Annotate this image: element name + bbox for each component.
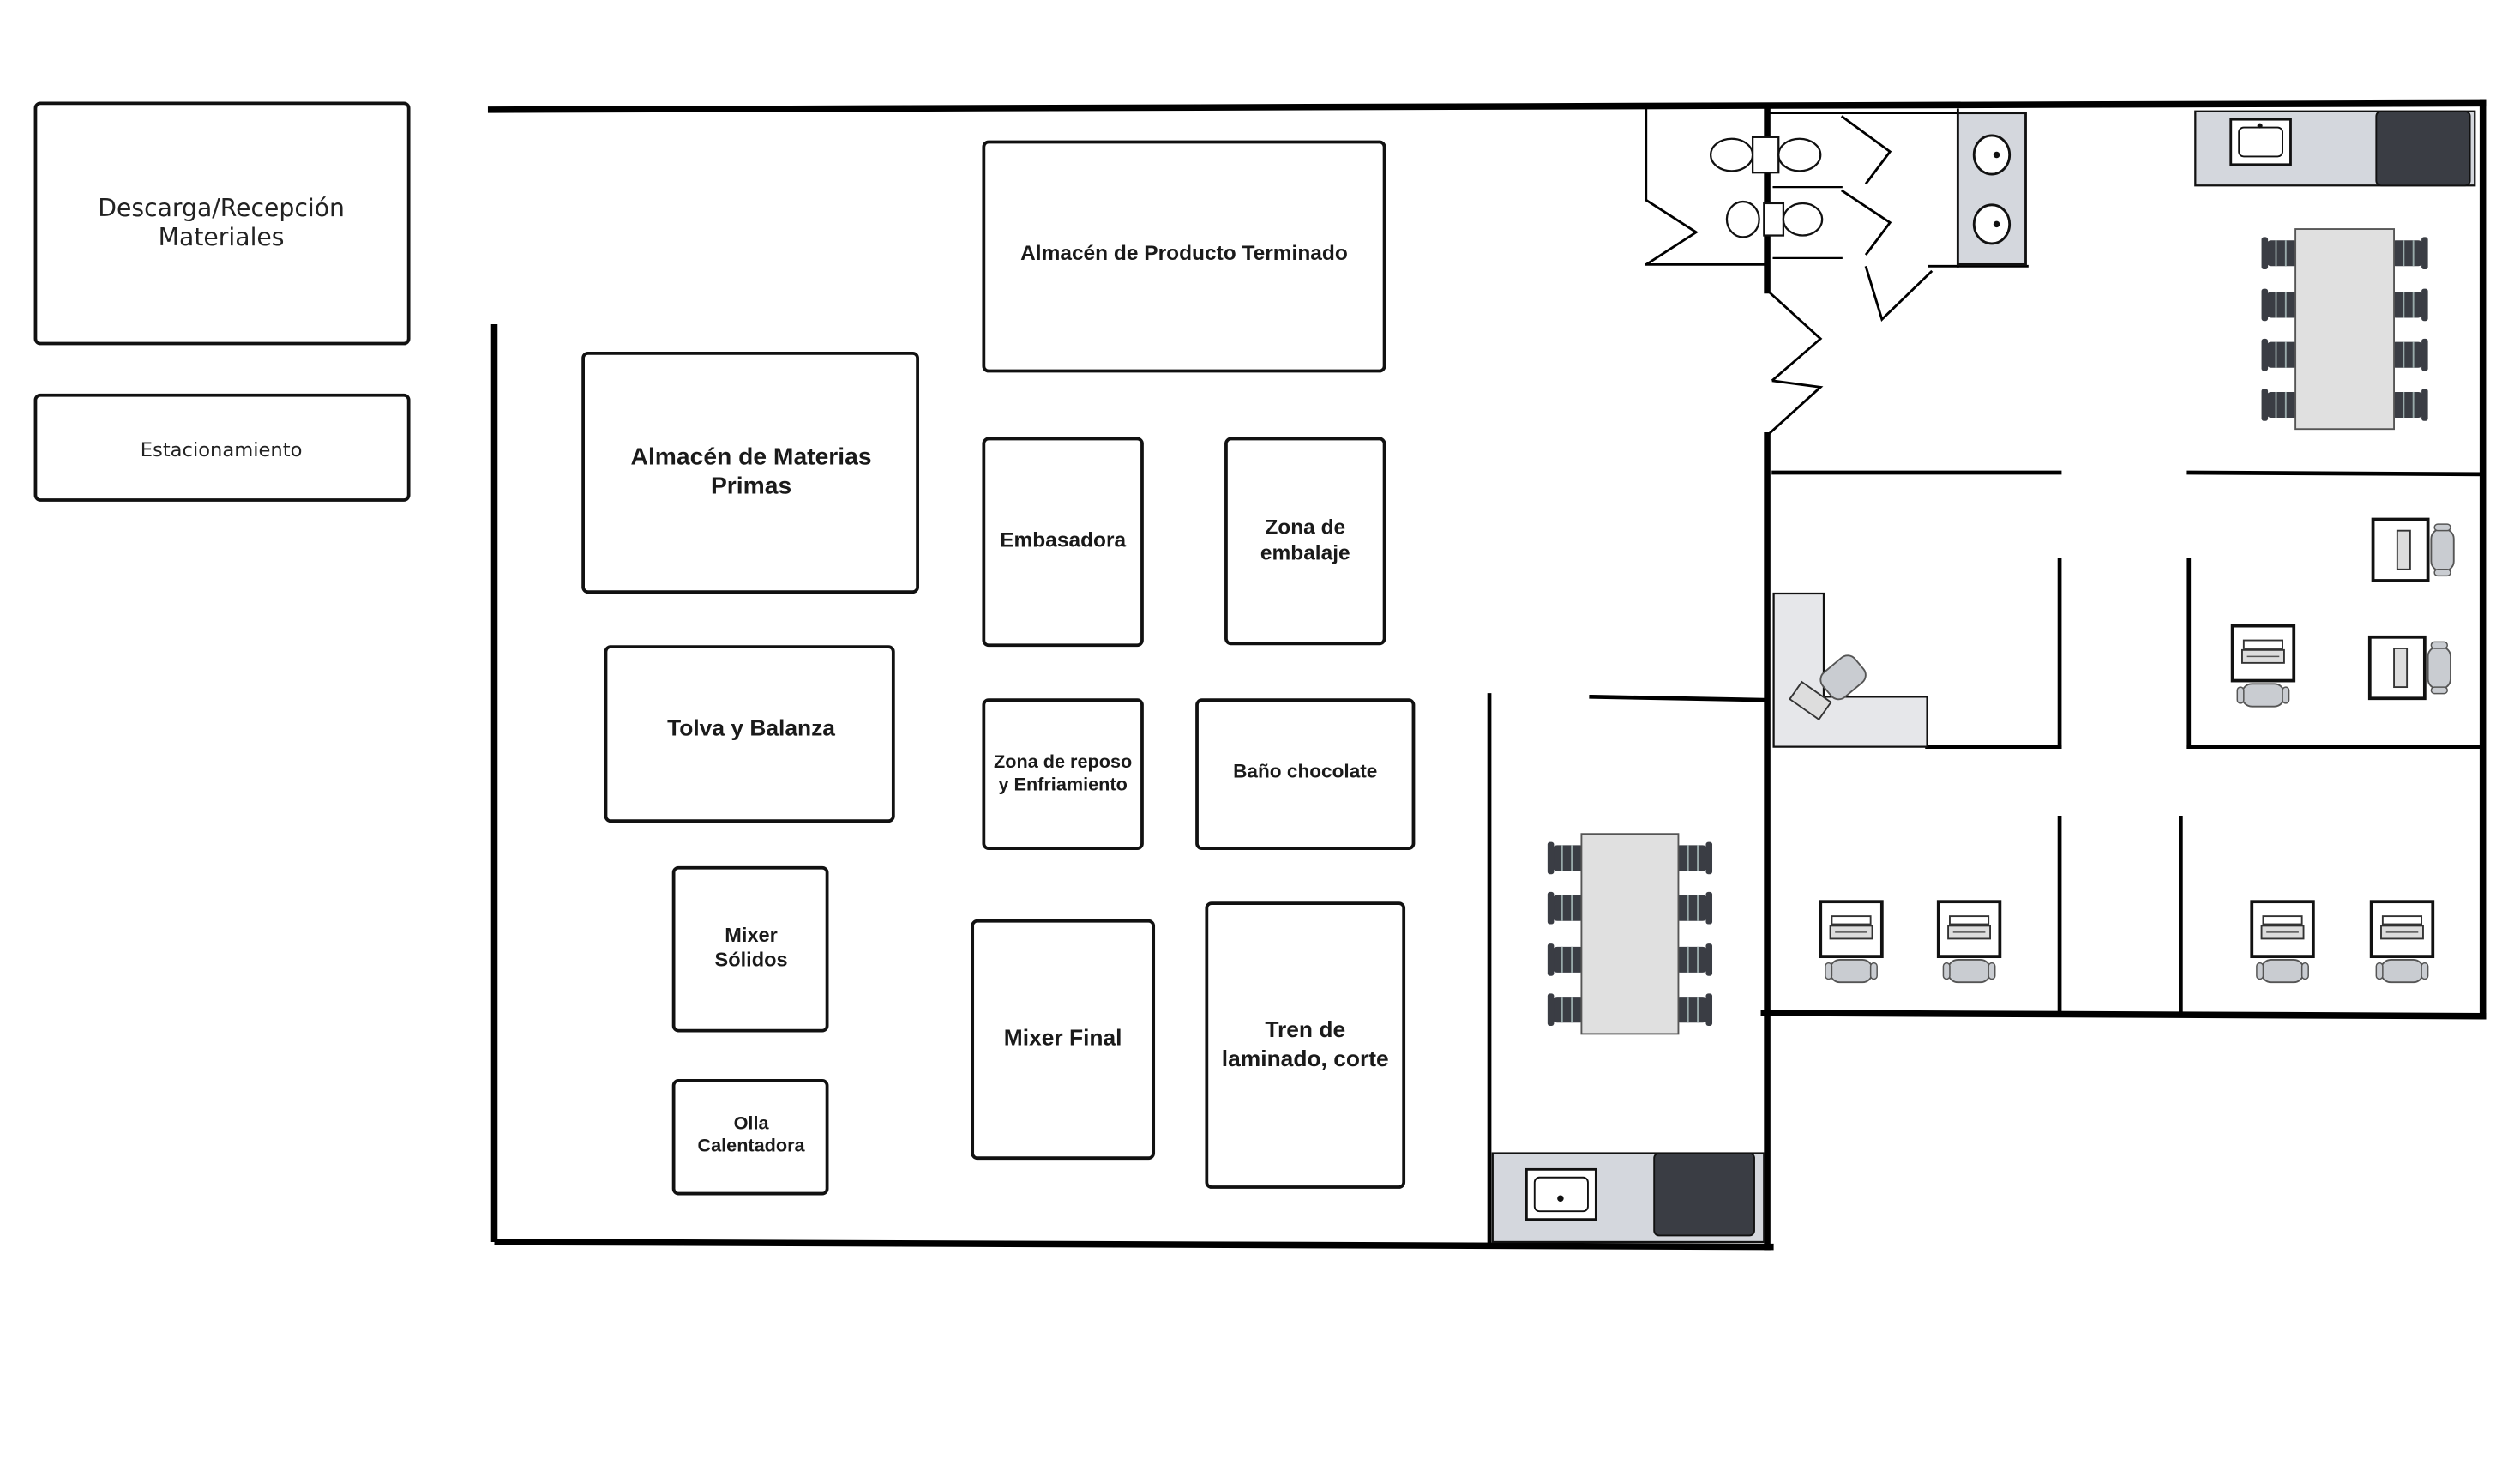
label-zona-reposo-1: Zona de reposo <box>994 751 1132 772</box>
doors <box>1645 115 1934 437</box>
area-estacionamiento: Estacionamiento <box>33 393 411 502</box>
stove-icon <box>1653 1152 1755 1237</box>
toilet-icon <box>1725 200 1824 238</box>
chair-icon <box>1674 841 1713 876</box>
chair-icon <box>1546 992 1586 1027</box>
walls <box>487 99 2487 1251</box>
sink-icon <box>1956 112 2027 266</box>
label-estacionamiento: Estacionamiento <box>141 439 303 461</box>
desk-computer-icon <box>2367 635 2452 701</box>
label-descarga-1: Descarga/Recepción <box>98 194 345 222</box>
label-almacen-materias-1: Almacén de Materias <box>631 443 872 470</box>
desk-computer-icon <box>1819 900 1884 985</box>
chair-icon <box>2390 388 2429 422</box>
label-mixer-solidos-1: Mixer <box>725 924 777 946</box>
label-embasadora: Embasadora <box>1000 529 1126 552</box>
label-tolva: Tolva y Balanza <box>667 715 835 741</box>
stove-icon <box>2375 110 2471 187</box>
label-descarga-2: Materiales <box>159 223 285 251</box>
label-olla-1: Olla <box>734 1112 770 1133</box>
label-olla-2: Calentadora <box>697 1135 805 1156</box>
chair-icon <box>1546 841 1586 876</box>
meeting-table-lower <box>1546 833 1713 1035</box>
chair-icon <box>1674 943 1713 977</box>
desk-computer-icon <box>2369 900 2435 985</box>
label-mixer-solidos-2: Sólidos <box>715 948 788 970</box>
area-bano-chocolate: Baño chocolate <box>1195 698 1416 851</box>
label-zona-reposo-2: y Enfriamiento <box>998 773 1127 794</box>
label-tren-laminado-2: laminado, corte <box>1222 1046 1389 1071</box>
chair-icon <box>2390 287 2429 323</box>
chair-icon <box>1546 943 1586 977</box>
meeting-table-top <box>2260 228 2429 431</box>
area-zona-embalaje: Zona de embalaje <box>1224 437 1386 646</box>
label-zona-embalaje-1: Zona de <box>1265 515 1345 539</box>
chair-icon <box>1546 890 1586 925</box>
label-zona-embalaje-2: embalaje <box>1260 542 1350 565</box>
label-almacen-producto: Almacén de Producto Terminado <box>1020 242 1348 265</box>
chair-icon <box>2260 388 2300 422</box>
chair-icon <box>2390 236 2429 270</box>
desk-computer-icon <box>1936 900 2002 985</box>
label-tren-laminado-1: Tren de <box>1265 1016 1345 1042</box>
label-almacen-materias-2: Primas <box>711 471 791 498</box>
office-chair-icon <box>1819 654 1867 701</box>
area-embasadora: Embasadora <box>982 437 1144 648</box>
chair-icon <box>1674 992 1713 1027</box>
area-mixer-final: Mixer Final <box>971 919 1156 1161</box>
toilet-icon <box>1709 136 1822 174</box>
desk-computer-icon <box>2230 624 2296 708</box>
desk-computer-icon <box>2250 900 2315 985</box>
desk-computer-icon <box>2371 517 2456 582</box>
area-tren-laminado: Tren de laminado, corte <box>1205 901 1406 1189</box>
chair-icon <box>2260 236 2300 270</box>
chair-icon <box>2260 287 2300 323</box>
area-tolva: Tolva y Balanza <box>604 645 895 823</box>
label-mixer-final: Mixer Final <box>1004 1025 1122 1051</box>
label-bano-chocolate: Baño chocolate <box>1233 760 1377 781</box>
chair-icon <box>2260 337 2300 372</box>
area-almacen-producto: Almacén de Producto Terminado <box>982 140 1386 373</box>
reception-desk <box>1772 592 1928 748</box>
chair-icon <box>2390 337 2429 372</box>
chair-icon <box>1674 890 1713 925</box>
